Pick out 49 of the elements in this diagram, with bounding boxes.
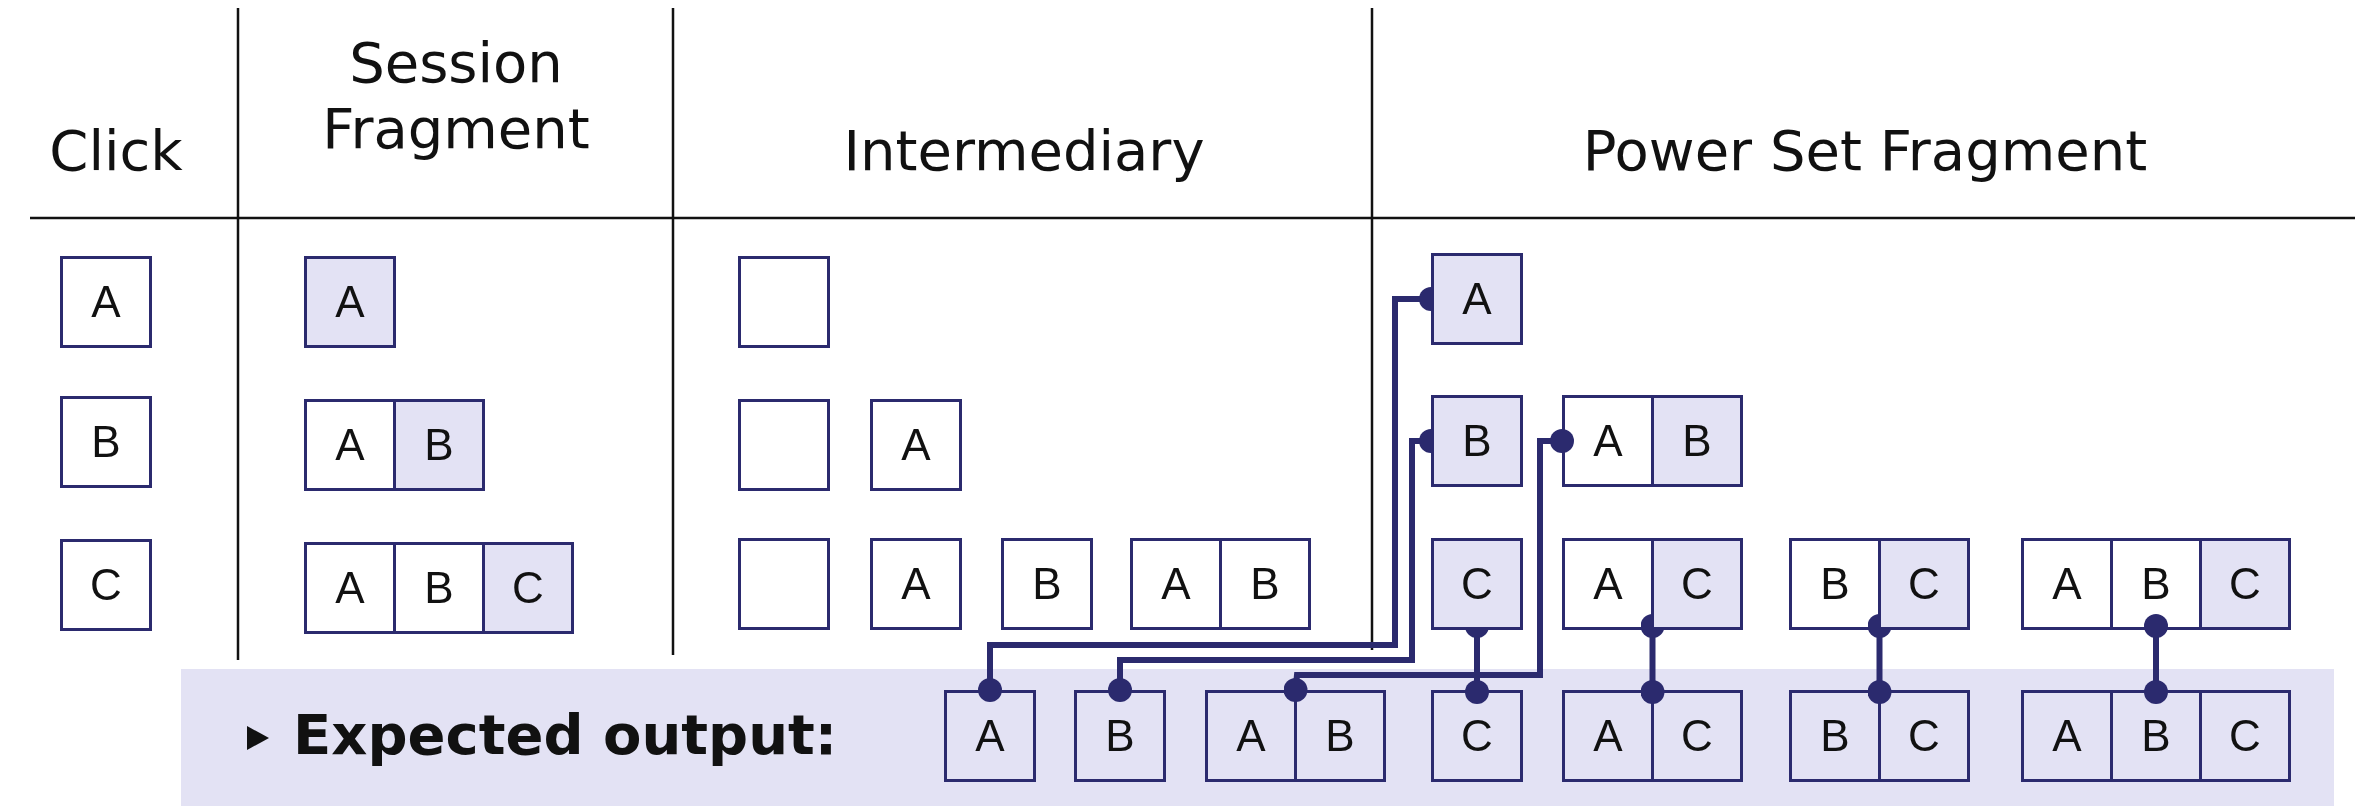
letter-cell: B	[1222, 538, 1311, 630]
letter-cell: B	[1431, 395, 1523, 487]
letter-cell: B	[60, 396, 152, 488]
letter-cell: A	[1431, 253, 1523, 345]
letter-cell: A	[870, 538, 962, 630]
letter-cell: A	[304, 399, 396, 491]
column-header: Click	[49, 118, 183, 184]
letter-cell: A	[2021, 690, 2113, 782]
letter-cell: A	[1130, 538, 1222, 630]
letter-cell: C	[2202, 538, 2291, 630]
letter-cell: C	[1881, 538, 1970, 630]
letter-cell: C	[1431, 538, 1523, 630]
empty-box	[738, 256, 830, 348]
letter-cell: C	[1654, 538, 1743, 630]
letter-cell: B	[2113, 690, 2202, 782]
column-header: Session Fragment	[321, 30, 591, 162]
connector-line	[1283, 429, 1574, 702]
connector-line	[1640, 614, 1665, 704]
letter-cell: A	[1562, 690, 1654, 782]
letter-cell: C	[1654, 690, 1743, 782]
letter-cell: C	[1881, 690, 1970, 782]
letter-cell: C	[1431, 690, 1523, 782]
letter-cell: C	[2202, 690, 2291, 782]
empty-box	[738, 538, 830, 630]
output-band	[181, 669, 2334, 806]
letter-cell: A	[1562, 395, 1654, 487]
connector-line	[2144, 614, 2168, 704]
output-heading: Expected output:	[293, 702, 838, 767]
letter-cell: B	[1001, 538, 1093, 630]
letter-cell: C	[60, 539, 152, 631]
letter-cell: B	[1074, 690, 1166, 782]
letter-cell: A	[2021, 538, 2113, 630]
letter-cell: B	[1297, 690, 1386, 782]
letter-cell: A	[1205, 690, 1297, 782]
column-header: Intermediary	[843, 118, 1205, 184]
letter-cell: C	[485, 542, 574, 634]
letter-cell: A	[304, 256, 396, 348]
letter-cell: A	[944, 690, 1036, 782]
connector-line	[1867, 614, 1892, 704]
letter-cell: A	[870, 399, 962, 491]
letter-cell: A	[304, 542, 396, 634]
letter-cell: B	[396, 399, 485, 491]
empty-box	[738, 399, 830, 491]
letter-cell: B	[1789, 538, 1881, 630]
letter-cell: A	[1562, 538, 1654, 630]
letter-cell: B	[1654, 395, 1743, 487]
letter-cell: B	[1789, 690, 1881, 782]
letter-cell: A	[60, 256, 152, 348]
column-header: Power Set Fragment	[1582, 118, 2148, 184]
